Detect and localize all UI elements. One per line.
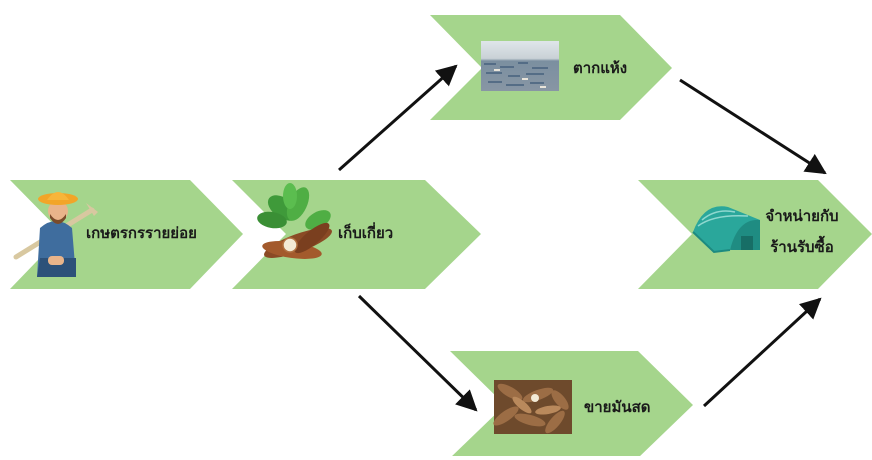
node-label-harvest: เก็บเกี่ยว [338,224,394,242]
node-label-farmer: เกษตรกรรายย่อย [86,224,197,242]
arrow-harvest-to-dry [338,64,458,172]
node-label-fresh: ขายมันสด [584,398,651,416]
arrow-harvest-to-fresh [357,294,478,412]
cassava-plant-icon [257,183,332,259]
node-label-sell-line1: จำหน่ายกับ [765,207,839,225]
farmer-icon [13,192,98,277]
greenhouse-icon [692,206,760,254]
drying-yard-photo [481,41,559,91]
node-label-dry: ตากแห้ง [573,59,628,77]
arrow-dry-to-sell [679,78,827,175]
arrow-fresh-to-sell [702,297,822,408]
fresh-cassava-photo [493,380,572,434]
node-label-sell-line2: ร้านรับซื้อ [770,238,834,256]
